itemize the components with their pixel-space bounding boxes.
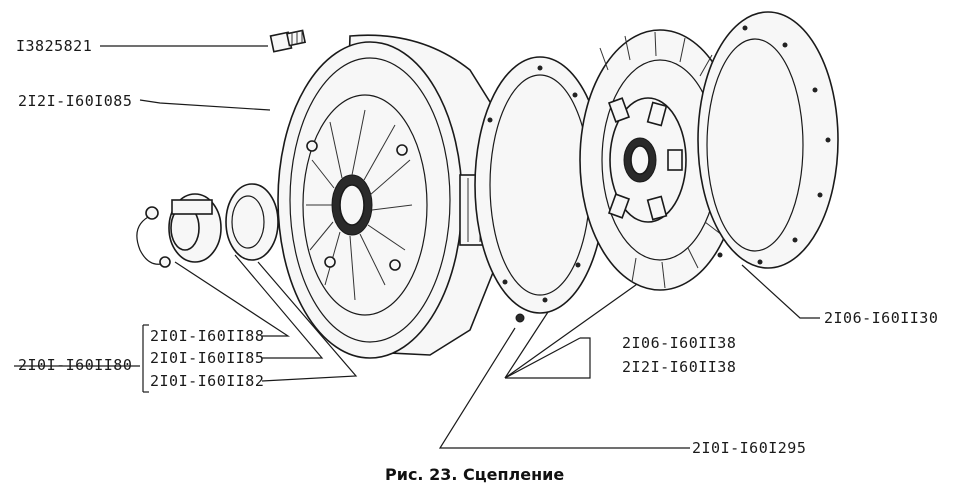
figure-caption: Рис. 23. Сцепление [385,465,564,484]
label-group-2: 2I0I-I60II85 [150,349,264,367]
pressure-plate-part [277,34,501,359]
label-group-3: 2I0I-I60II82 [150,372,264,390]
label-bolt: I3825821 [16,37,92,55]
label-disc-a: 2I06-I60II38 [622,334,736,352]
label-pin: 2I0I-I60I295 [692,439,806,457]
leader-lines [14,45,820,449]
release-bearing-part [136,183,279,268]
label-disc-right: 2I06-I60II30 [824,309,938,327]
friction-ring-part [697,11,839,269]
clutch-disc-part [579,29,741,291]
label-cover: 2I2I-I60I085 [18,92,132,110]
label-disc-b: 2I2I-I60II38 [622,358,736,376]
label-group-1: 2I0I-I60II88 [150,327,264,345]
label-group: 2I0I-I60II80 [18,356,132,374]
bolt-part [269,29,307,53]
